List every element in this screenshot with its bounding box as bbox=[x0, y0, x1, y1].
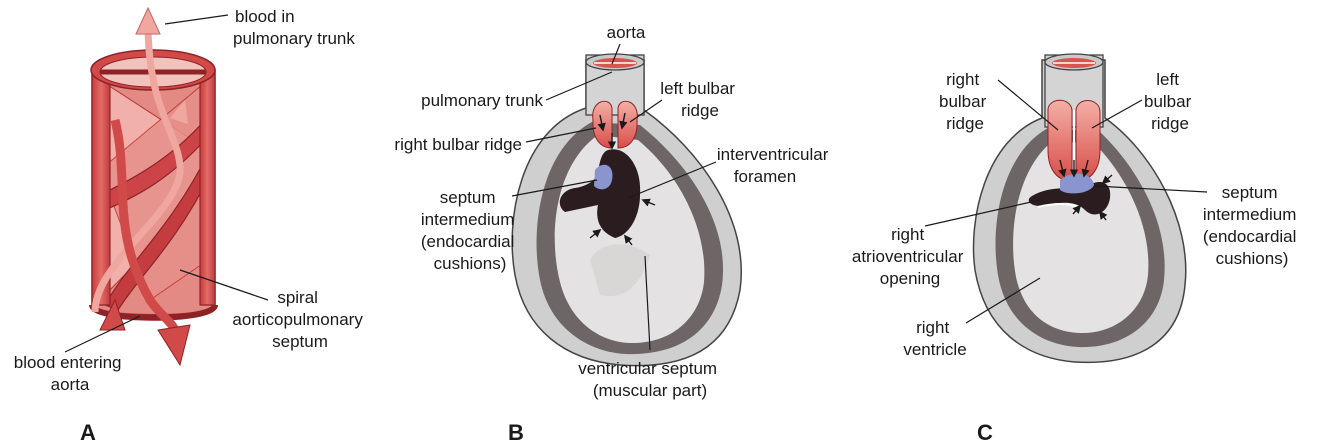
label-blood-pulmonary: blood in pulmonary trunk bbox=[233, 7, 355, 48]
panel-a: blood in pulmonary trunk spiral aorticop… bbox=[14, 7, 368, 444]
panel-b: aorta pulmonary trunk left bulbar ridge … bbox=[394, 23, 833, 444]
leader-blood-pulmonary bbox=[165, 15, 228, 24]
label-aorta-b: aorta bbox=[607, 23, 646, 42]
label-spiral-septum: spiral aorticopulmonary septum bbox=[232, 288, 367, 351]
panel-c: right bulbar ridge left bulbar ridge sep… bbox=[852, 54, 1301, 444]
panel-letter-c: C bbox=[977, 420, 993, 444]
label-left-bulbar-ridge-c: left bulbar ridge bbox=[1144, 70, 1196, 133]
label-right-ventricle: right ventricle bbox=[903, 318, 966, 359]
leader-blood-aorta bbox=[65, 316, 140, 352]
label-ventricular-septum: ventricular septum (muscular part) bbox=[578, 359, 722, 400]
label-right-bulbar-ridge-c: right bulbar ridge bbox=[939, 70, 991, 133]
label-pulmonary-trunk-b: pulmonary trunk bbox=[421, 91, 543, 110]
label-right-bulbar-ridge-b: right bulbar ridge bbox=[394, 135, 522, 154]
panel-letter-a: A bbox=[80, 420, 96, 444]
label-interventricular-foramen: interventricular foramen bbox=[717, 145, 833, 186]
panel-letter-b: B bbox=[508, 420, 524, 444]
spiral-septum-cylinder bbox=[91, 8, 215, 365]
label-septum-intermedium-c: septum intermedium (endocardial cushions… bbox=[1203, 183, 1301, 268]
label-left-bulbar-ridge-b: left bulbar ridge bbox=[660, 79, 739, 120]
label-blood-aorta: blood entering aorta bbox=[14, 353, 127, 394]
label-right-av-opening: right atrioventricular opening bbox=[852, 225, 968, 288]
label-septum-intermedium-b: septum intermedium (endocardial cushions… bbox=[421, 188, 519, 273]
